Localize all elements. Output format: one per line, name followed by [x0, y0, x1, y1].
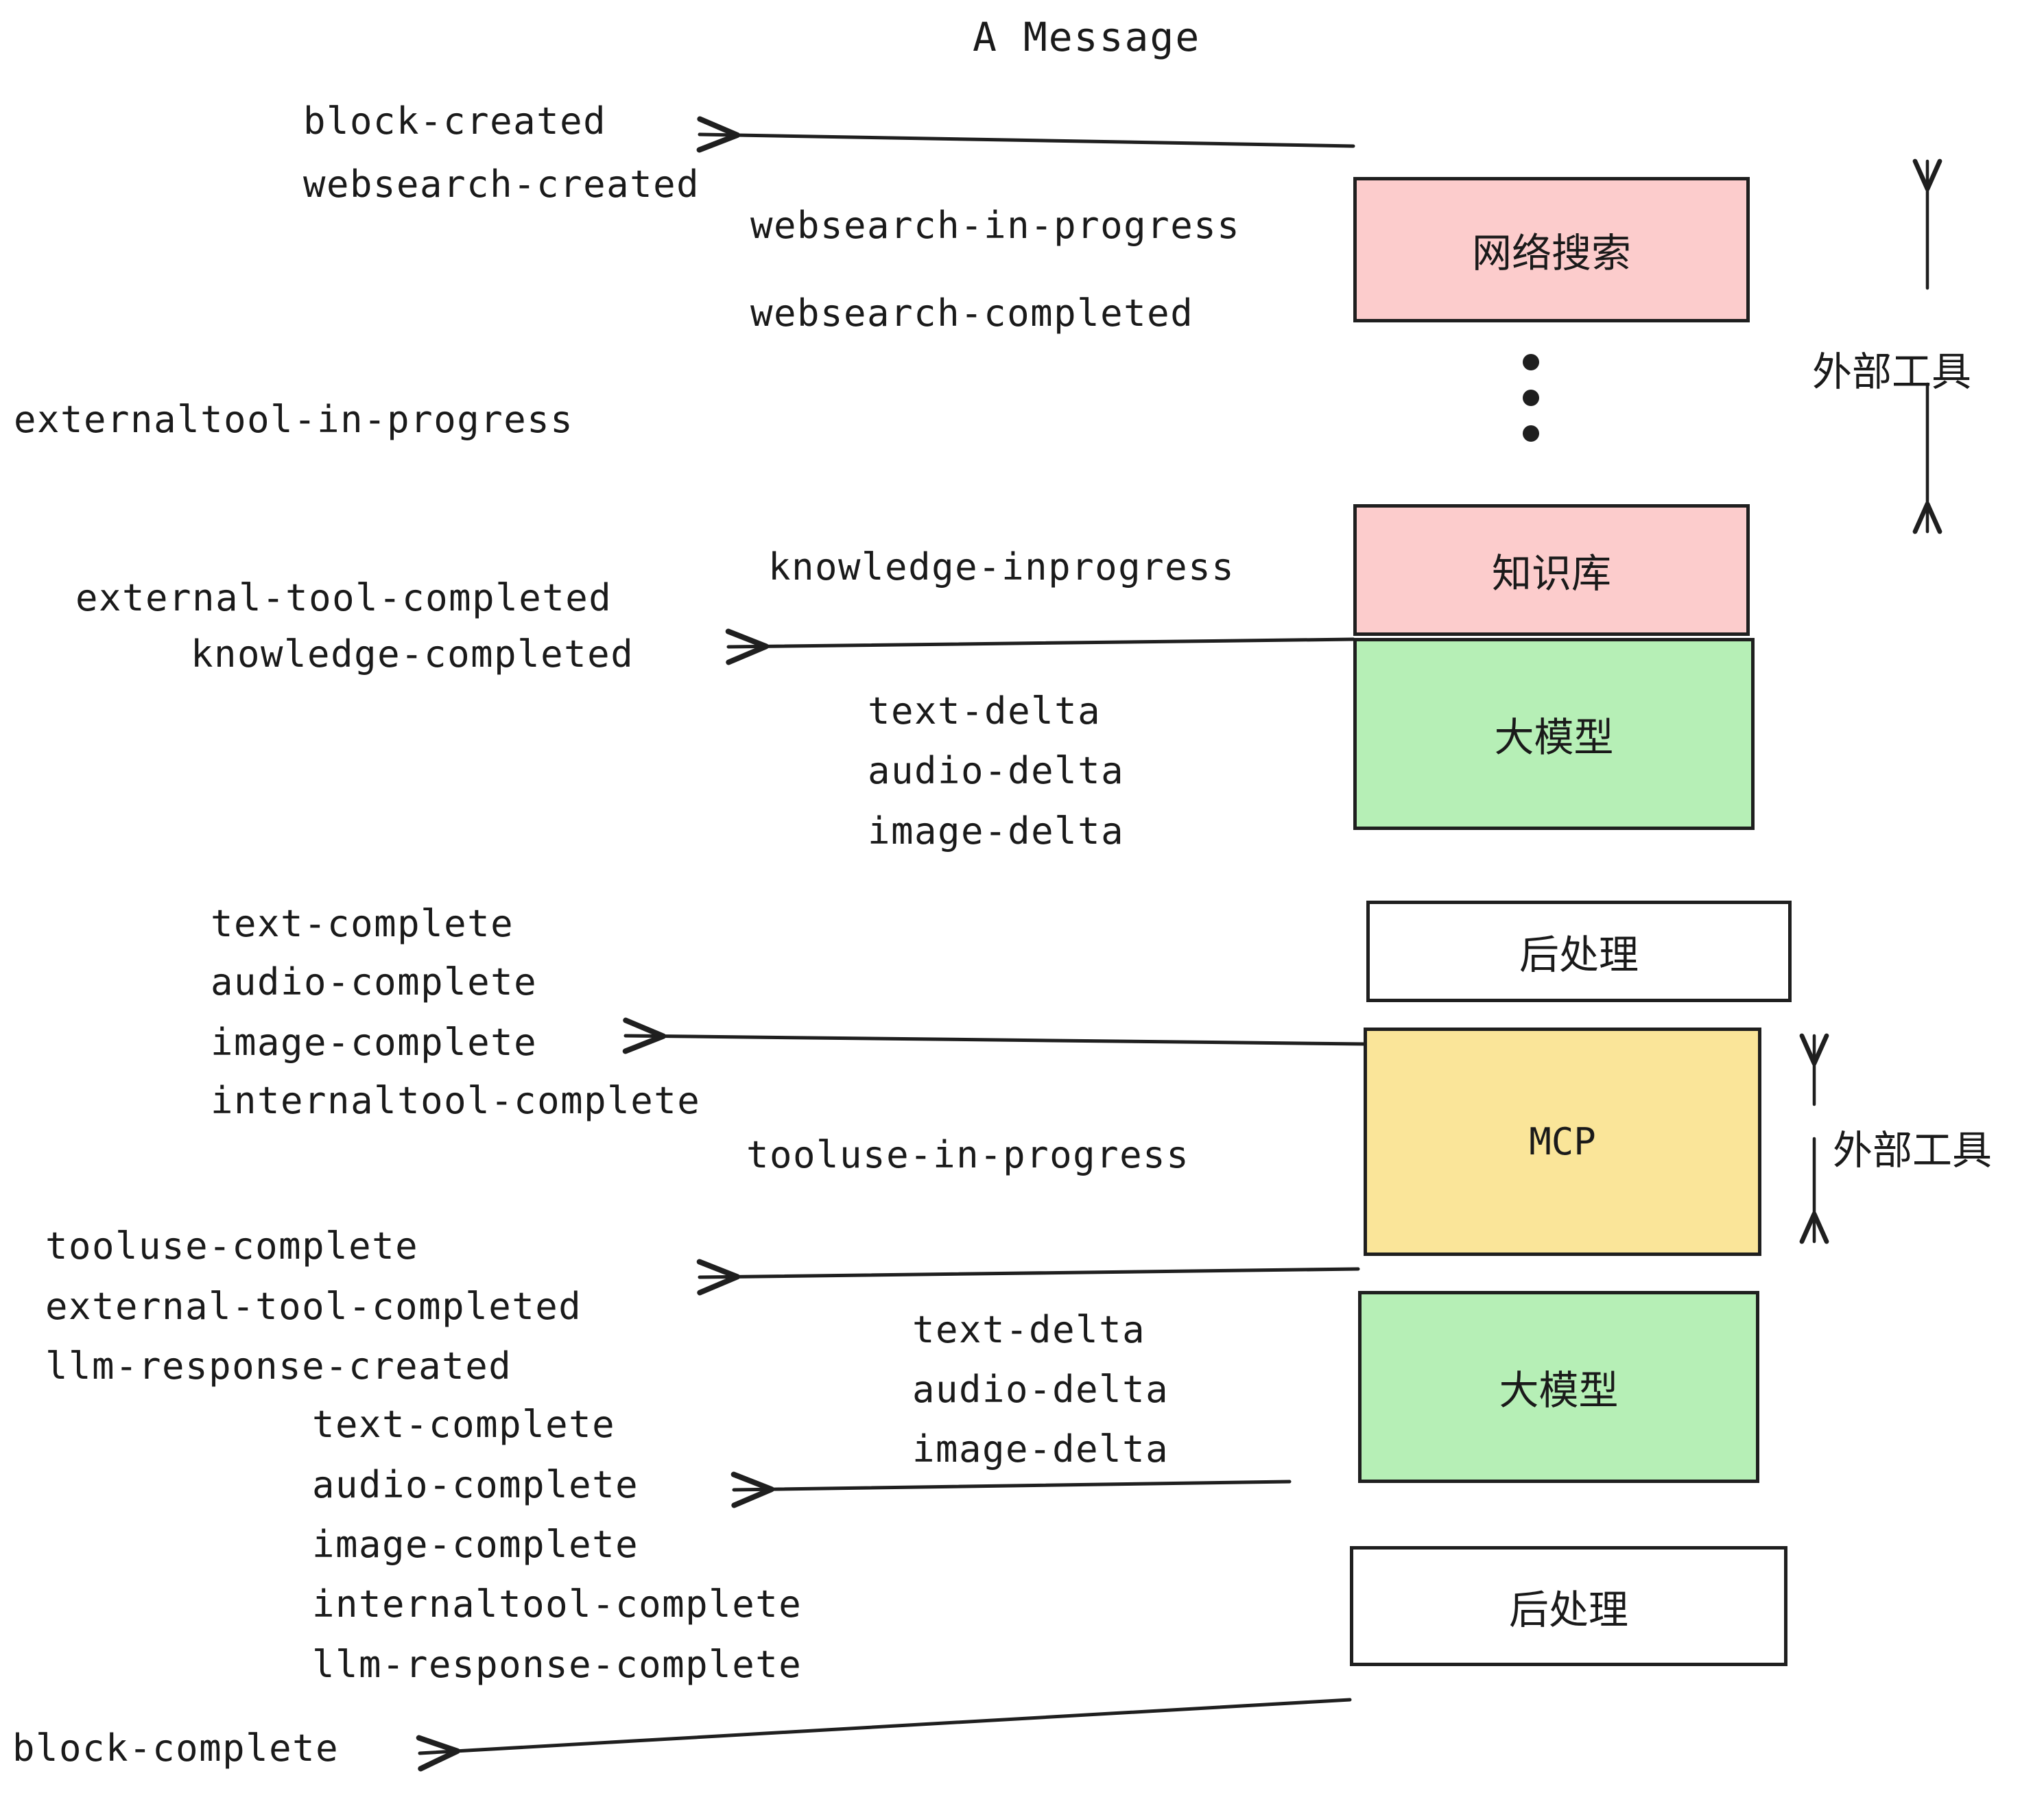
- flow-arrow-audio-complete: [730, 1471, 1292, 1508]
- event-label-image-complete-1: image-complete: [211, 1021, 538, 1064]
- group-label-external-tools-bottom: 外部工具: [1833, 1127, 1993, 1174]
- event-label-externaltool-in-progress: externaltool-in-progress: [14, 398, 574, 441]
- node-box-llm-2[interactable]: 大模型: [1358, 1291, 1759, 1483]
- event-label-internaltool-complete-1: internaltool-complete: [211, 1079, 701, 1122]
- flow-arrow-block-complete: [416, 1698, 1352, 1772]
- event-label-text-complete-2: text-complete: [312, 1403, 616, 1446]
- node-label-mcp: MCP: [1529, 1120, 1596, 1163]
- event-label-knowledge-completed: knowledge-completed: [191, 632, 634, 676]
- node-label-postprocess-2: 后处理: [1508, 1586, 1628, 1633]
- flow-arrow-knowledge-completed: [725, 628, 1355, 665]
- event-label-websearch-created: websearch-created: [303, 163, 700, 206]
- event-label-llm-response-created: llm-response-created: [45, 1344, 512, 1388]
- event-label-text-complete-1: text-complete: [211, 902, 514, 945]
- flow-arrow-tooluse-complete: [696, 1259, 1360, 1296]
- event-label-text-delta-2: text-delta: [912, 1308, 1146, 1351]
- event-label-external-tool-completed-1: external-tool-completed: [75, 576, 613, 619]
- node-label-postprocess-1: 后处理: [1519, 931, 1639, 978]
- event-label-block-complete: block-complete: [12, 1726, 340, 1770]
- node-box-mcp[interactable]: MCP: [1364, 1028, 1761, 1256]
- flow-arrow-image-complete: [622, 1017, 1366, 1054]
- node-box-knowledge[interactable]: 知识库: [1353, 504, 1750, 636]
- flow-arrows: [416, 116, 1366, 1772]
- event-label-audio-delta-1: audio-delta: [868, 749, 1125, 792]
- event-label-websearch-in-progress: websearch-in-progress: [750, 204, 1241, 247]
- node-label-knowledge: 知识库: [1491, 550, 1611, 597]
- event-label-image-delta-1: image-delta: [868, 809, 1125, 853]
- event-label-tooluse-complete: tooluse-complete: [45, 1224, 419, 1268]
- event-label-tooluse-in-progress: tooluse-in-progress: [746, 1133, 1190, 1176]
- event-label-block-created: block-created: [303, 99, 607, 143]
- node-box-websearch[interactable]: 网络搜索: [1353, 177, 1750, 322]
- ellipsis-dot-1: [1523, 354, 1539, 370]
- event-label-image-complete-2: image-complete: [312, 1523, 639, 1566]
- node-label-websearch: 网络搜索: [1471, 230, 1631, 276]
- ellipsis-dot-3: [1523, 425, 1539, 442]
- flow-arrow-block-created: [696, 116, 1355, 153]
- group-label-external-tools-top: 外部工具: [1812, 348, 1972, 395]
- event-label-audio-complete-1: audio-complete: [211, 960, 538, 1004]
- node-label-llm-1: 大模型: [1494, 714, 1614, 761]
- node-box-postprocess-2[interactable]: 后处理: [1350, 1546, 1787, 1666]
- event-label-audio-delta-2: audio-delta: [912, 1368, 1169, 1411]
- group-arrows: [1799, 158, 1942, 1244]
- event-label-image-delta-2: image-delta: [912, 1427, 1169, 1471]
- event-label-knowledge-inprogress: knowledge-inprogress: [768, 545, 1235, 589]
- event-label-text-delta-1: text-delta: [868, 689, 1102, 733]
- event-label-internaltool-complete-2: internaltool-complete: [312, 1582, 803, 1626]
- ellipsis-dot-2: [1523, 390, 1539, 406]
- node-label-llm-2: 大模型: [1499, 1367, 1619, 1414]
- event-label-websearch-completed: websearch-completed: [750, 292, 1194, 335]
- event-label-llm-response-complete: llm-response-complete: [312, 1643, 803, 1686]
- node-box-llm-1[interactable]: 大模型: [1353, 638, 1755, 830]
- event-label-external-tool-completed-2: external-tool-completed: [45, 1285, 582, 1328]
- event-label-audio-complete-2: audio-complete: [312, 1463, 639, 1506]
- page-title: A Message: [973, 14, 1201, 60]
- node-box-postprocess-1[interactable]: 后处理: [1366, 901, 1792, 1002]
- vertical-ellipsis: [1523, 354, 1539, 442]
